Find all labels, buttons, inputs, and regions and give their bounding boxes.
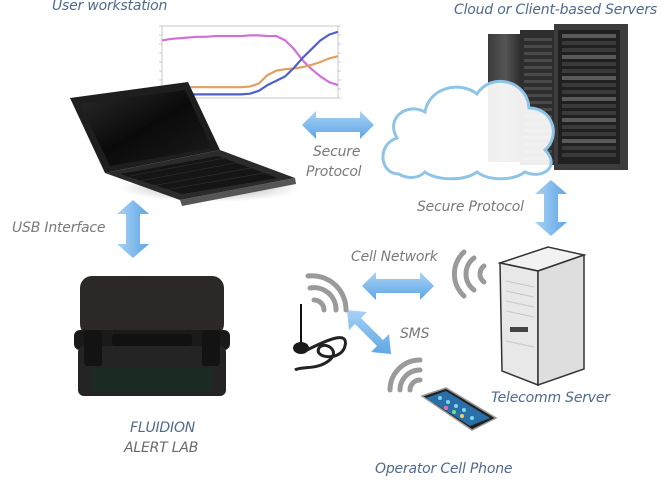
rack-unit (524, 38, 552, 41)
usb-interface-label: USB Interface (12, 220, 106, 236)
telecomm-signal-icon (451, 249, 487, 299)
rack-unit (562, 76, 616, 80)
smartphone-icon (420, 387, 498, 431)
rack-unit (524, 101, 552, 104)
antenna-signal-icon (305, 273, 349, 313)
alert-lab-label-1: FLUIDION (130, 420, 196, 436)
rack-unit (562, 97, 616, 101)
secure-protocol-arrow-vertical[interactable] (535, 180, 567, 236)
cloud-icon (381, 79, 555, 181)
rack-unit (524, 45, 552, 48)
user-workstation-label: User workstation (52, 0, 168, 14)
rack-unit (562, 48, 616, 52)
rack-unit (562, 139, 616, 143)
rack-unit (562, 69, 616, 73)
rack-unit (562, 125, 616, 129)
rugged-case-icon (74, 276, 230, 396)
secure-protocol-arrow-horizontal[interactable] (302, 110, 374, 140)
rack-unit (562, 41, 616, 45)
cell-network-label: Cell Network (351, 249, 438, 265)
rack-unit (562, 132, 616, 136)
secure-protocol-label-1a: Secure (313, 144, 361, 160)
tower-server-icon (497, 246, 587, 387)
sms-label: SMS (400, 326, 430, 342)
rack-unit (562, 62, 616, 66)
laptop-icon (70, 82, 300, 206)
rack-unit (524, 94, 552, 97)
rack-unit (562, 118, 616, 122)
antenna-icon (293, 304, 347, 372)
rack-unit (562, 146, 616, 150)
rack-unit (524, 59, 552, 62)
secure-protocol-label-2: Secure Protocol (417, 199, 524, 215)
alert-lab-label-2: ALERT LAB (124, 440, 199, 456)
telecomm-server-label: Telecomm Server (491, 390, 610, 406)
sms-arrow[interactable] (345, 308, 395, 358)
operator-phone-label: Operator Cell Phone (375, 461, 513, 477)
series-line-orange (162, 55, 339, 89)
rack-unit (562, 153, 616, 157)
rack-unit (524, 73, 552, 76)
rack-unit (562, 111, 616, 115)
cell-network-arrow[interactable] (362, 271, 434, 301)
secure-protocol-label-1b: Protocol (306, 164, 362, 180)
rack-unit (562, 90, 616, 94)
rack-unit (524, 66, 552, 69)
rack-unit (562, 55, 616, 59)
rack-unit (524, 87, 552, 90)
rack-unit (524, 80, 552, 83)
rack-unit (524, 52, 552, 55)
usb-interface-arrow[interactable] (117, 200, 149, 258)
rack-unit (562, 104, 616, 108)
cloud-servers-label: Cloud or Client-based Servers (454, 2, 657, 18)
phone-signal-icon (387, 357, 423, 393)
rack-unit (562, 83, 616, 87)
rack-unit (562, 34, 616, 38)
